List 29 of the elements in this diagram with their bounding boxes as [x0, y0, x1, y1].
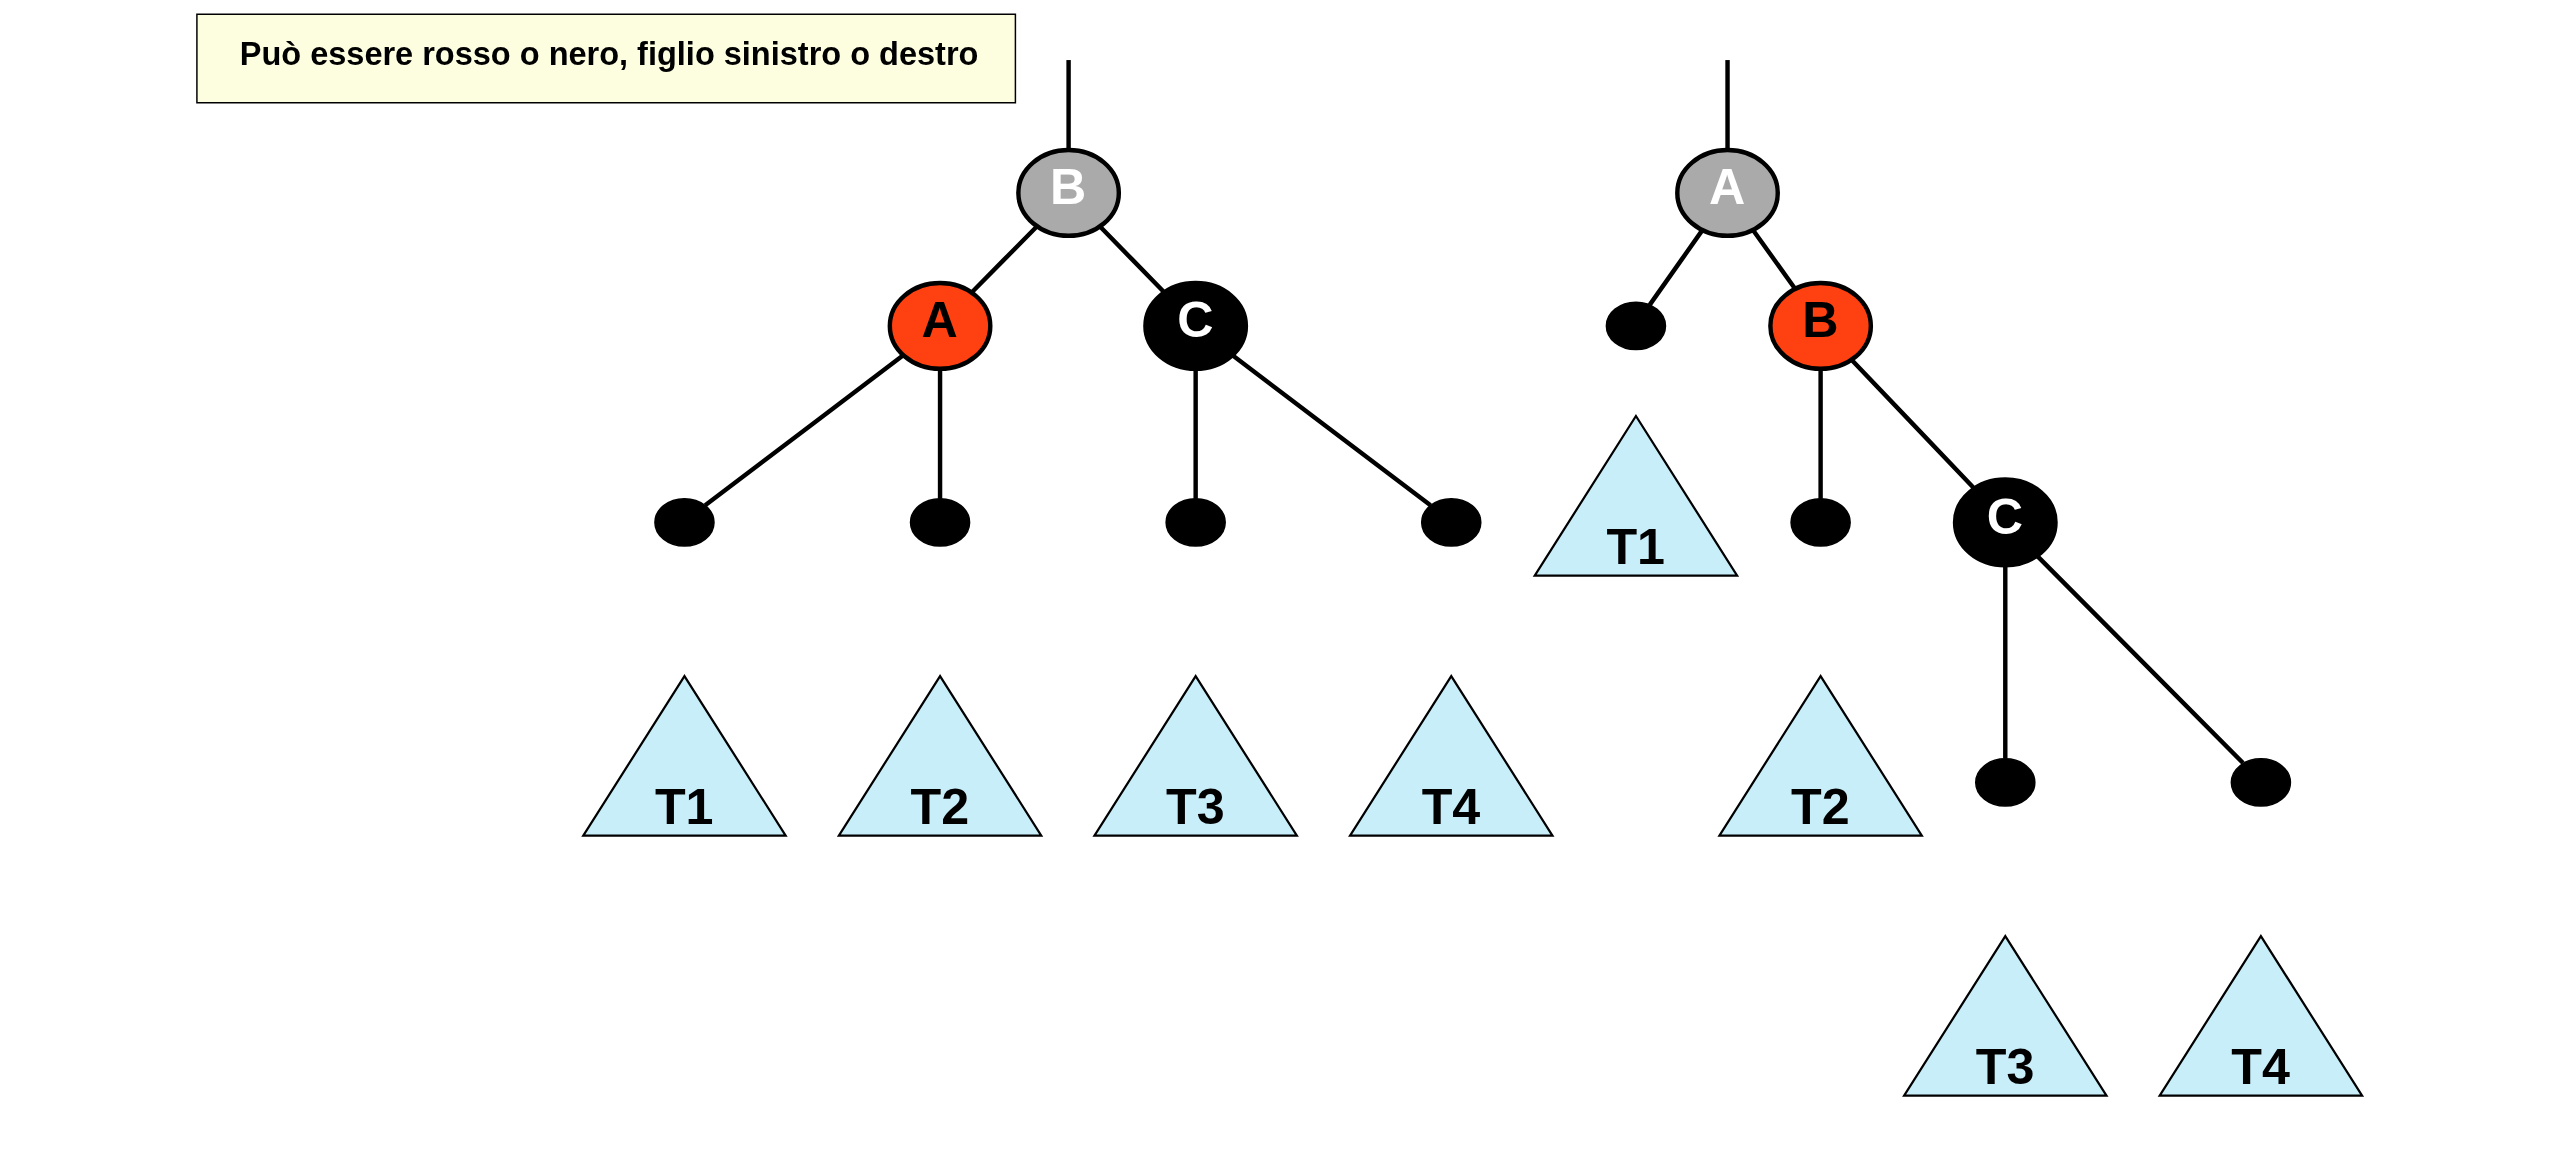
connector — [1231, 353, 1432, 507]
node-ellipse: B — [1016, 147, 1122, 238]
node-circle — [2230, 758, 2292, 807]
node-circle — [654, 498, 715, 547]
connector — [2035, 554, 2245, 765]
connector — [1818, 368, 1823, 499]
node-ellipse: C — [1952, 477, 2058, 568]
connector — [1193, 368, 1198, 499]
node-circle — [909, 498, 971, 547]
node-circle — [1165, 498, 1226, 547]
node-ellipse: B — [1768, 280, 1874, 371]
node-ellipse: A — [1675, 147, 1780, 238]
connector — [1066, 60, 1071, 150]
connector — [703, 353, 905, 507]
node-circle — [1975, 758, 2036, 807]
connector — [1647, 229, 1704, 307]
node-box: Può essere rosso o nero, figlio sinistro o destro — [196, 13, 1017, 104]
connector — [1849, 358, 1976, 490]
node-circle — [1420, 498, 1482, 547]
connector — [2003, 565, 2008, 759]
node-circle — [1790, 498, 1851, 547]
node-circle — [1605, 301, 1667, 351]
node-ellipse: A — [887, 280, 993, 371]
connector — [937, 368, 943, 499]
node-ellipse: C — [1143, 280, 1249, 371]
connector — [1098, 225, 1166, 294]
connector — [1725, 60, 1730, 150]
connector — [970, 225, 1039, 294]
connector — [1751, 228, 1797, 290]
